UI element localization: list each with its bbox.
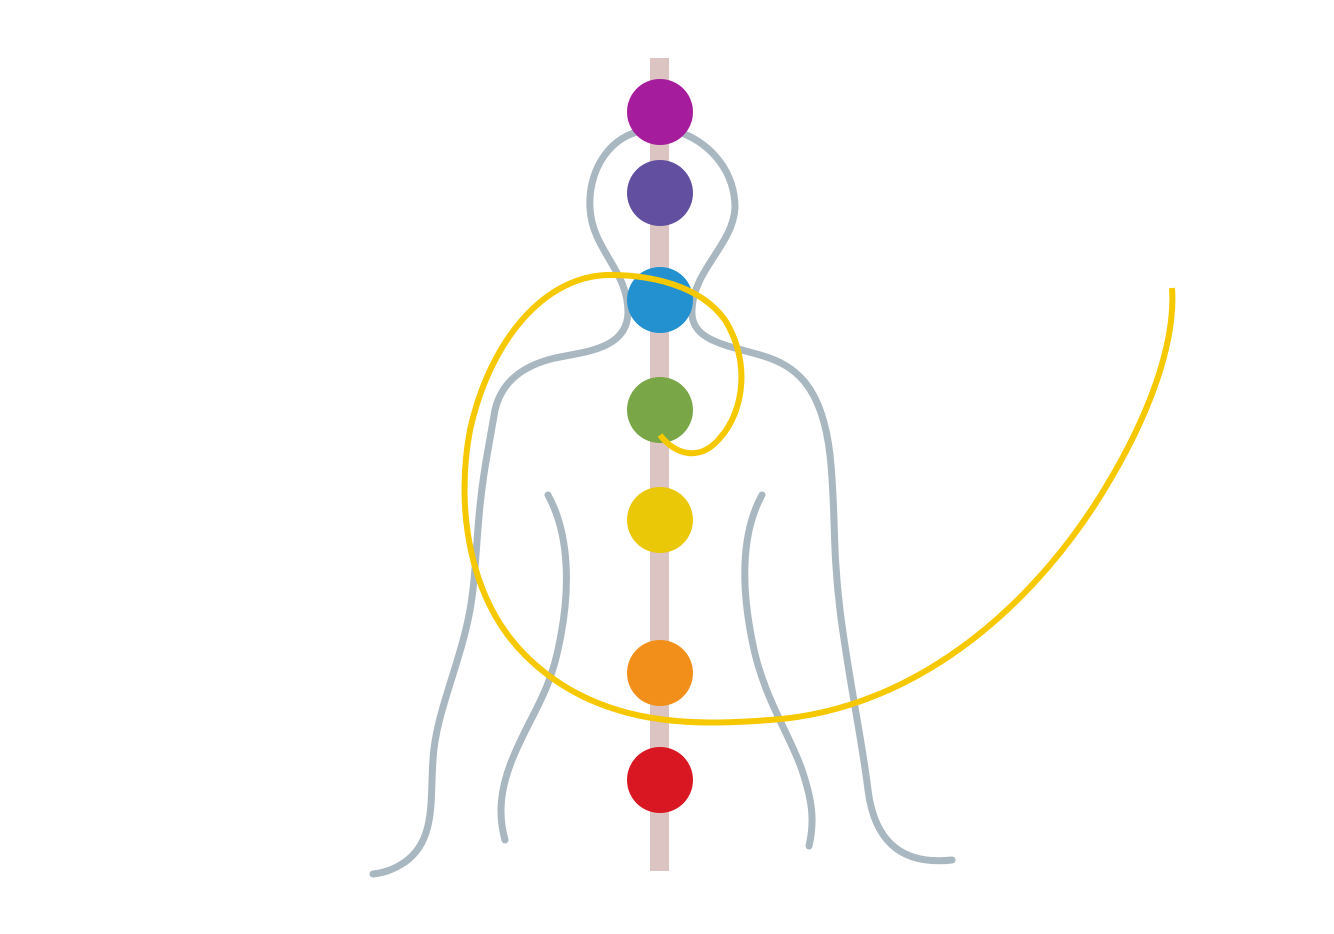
sacral-chakra-circle	[627, 640, 693, 706]
third-eye-chakra-circle	[627, 160, 693, 226]
right-arm-inner-outline	[741, 491, 816, 850]
solar-plexus-chakra-circle	[627, 487, 693, 553]
body-outline	[369, 127, 956, 878]
left-arm-inner-outline	[497, 491, 570, 844]
root-chakra-circle	[627, 747, 693, 813]
heart-chakra-circle	[627, 377, 693, 443]
crown-chakra-circle	[627, 79, 693, 145]
head-neck-right-outline	[678, 129, 956, 865]
energy-spiral	[461, 272, 1176, 726]
head-neck-left-outline	[369, 127, 644, 878]
